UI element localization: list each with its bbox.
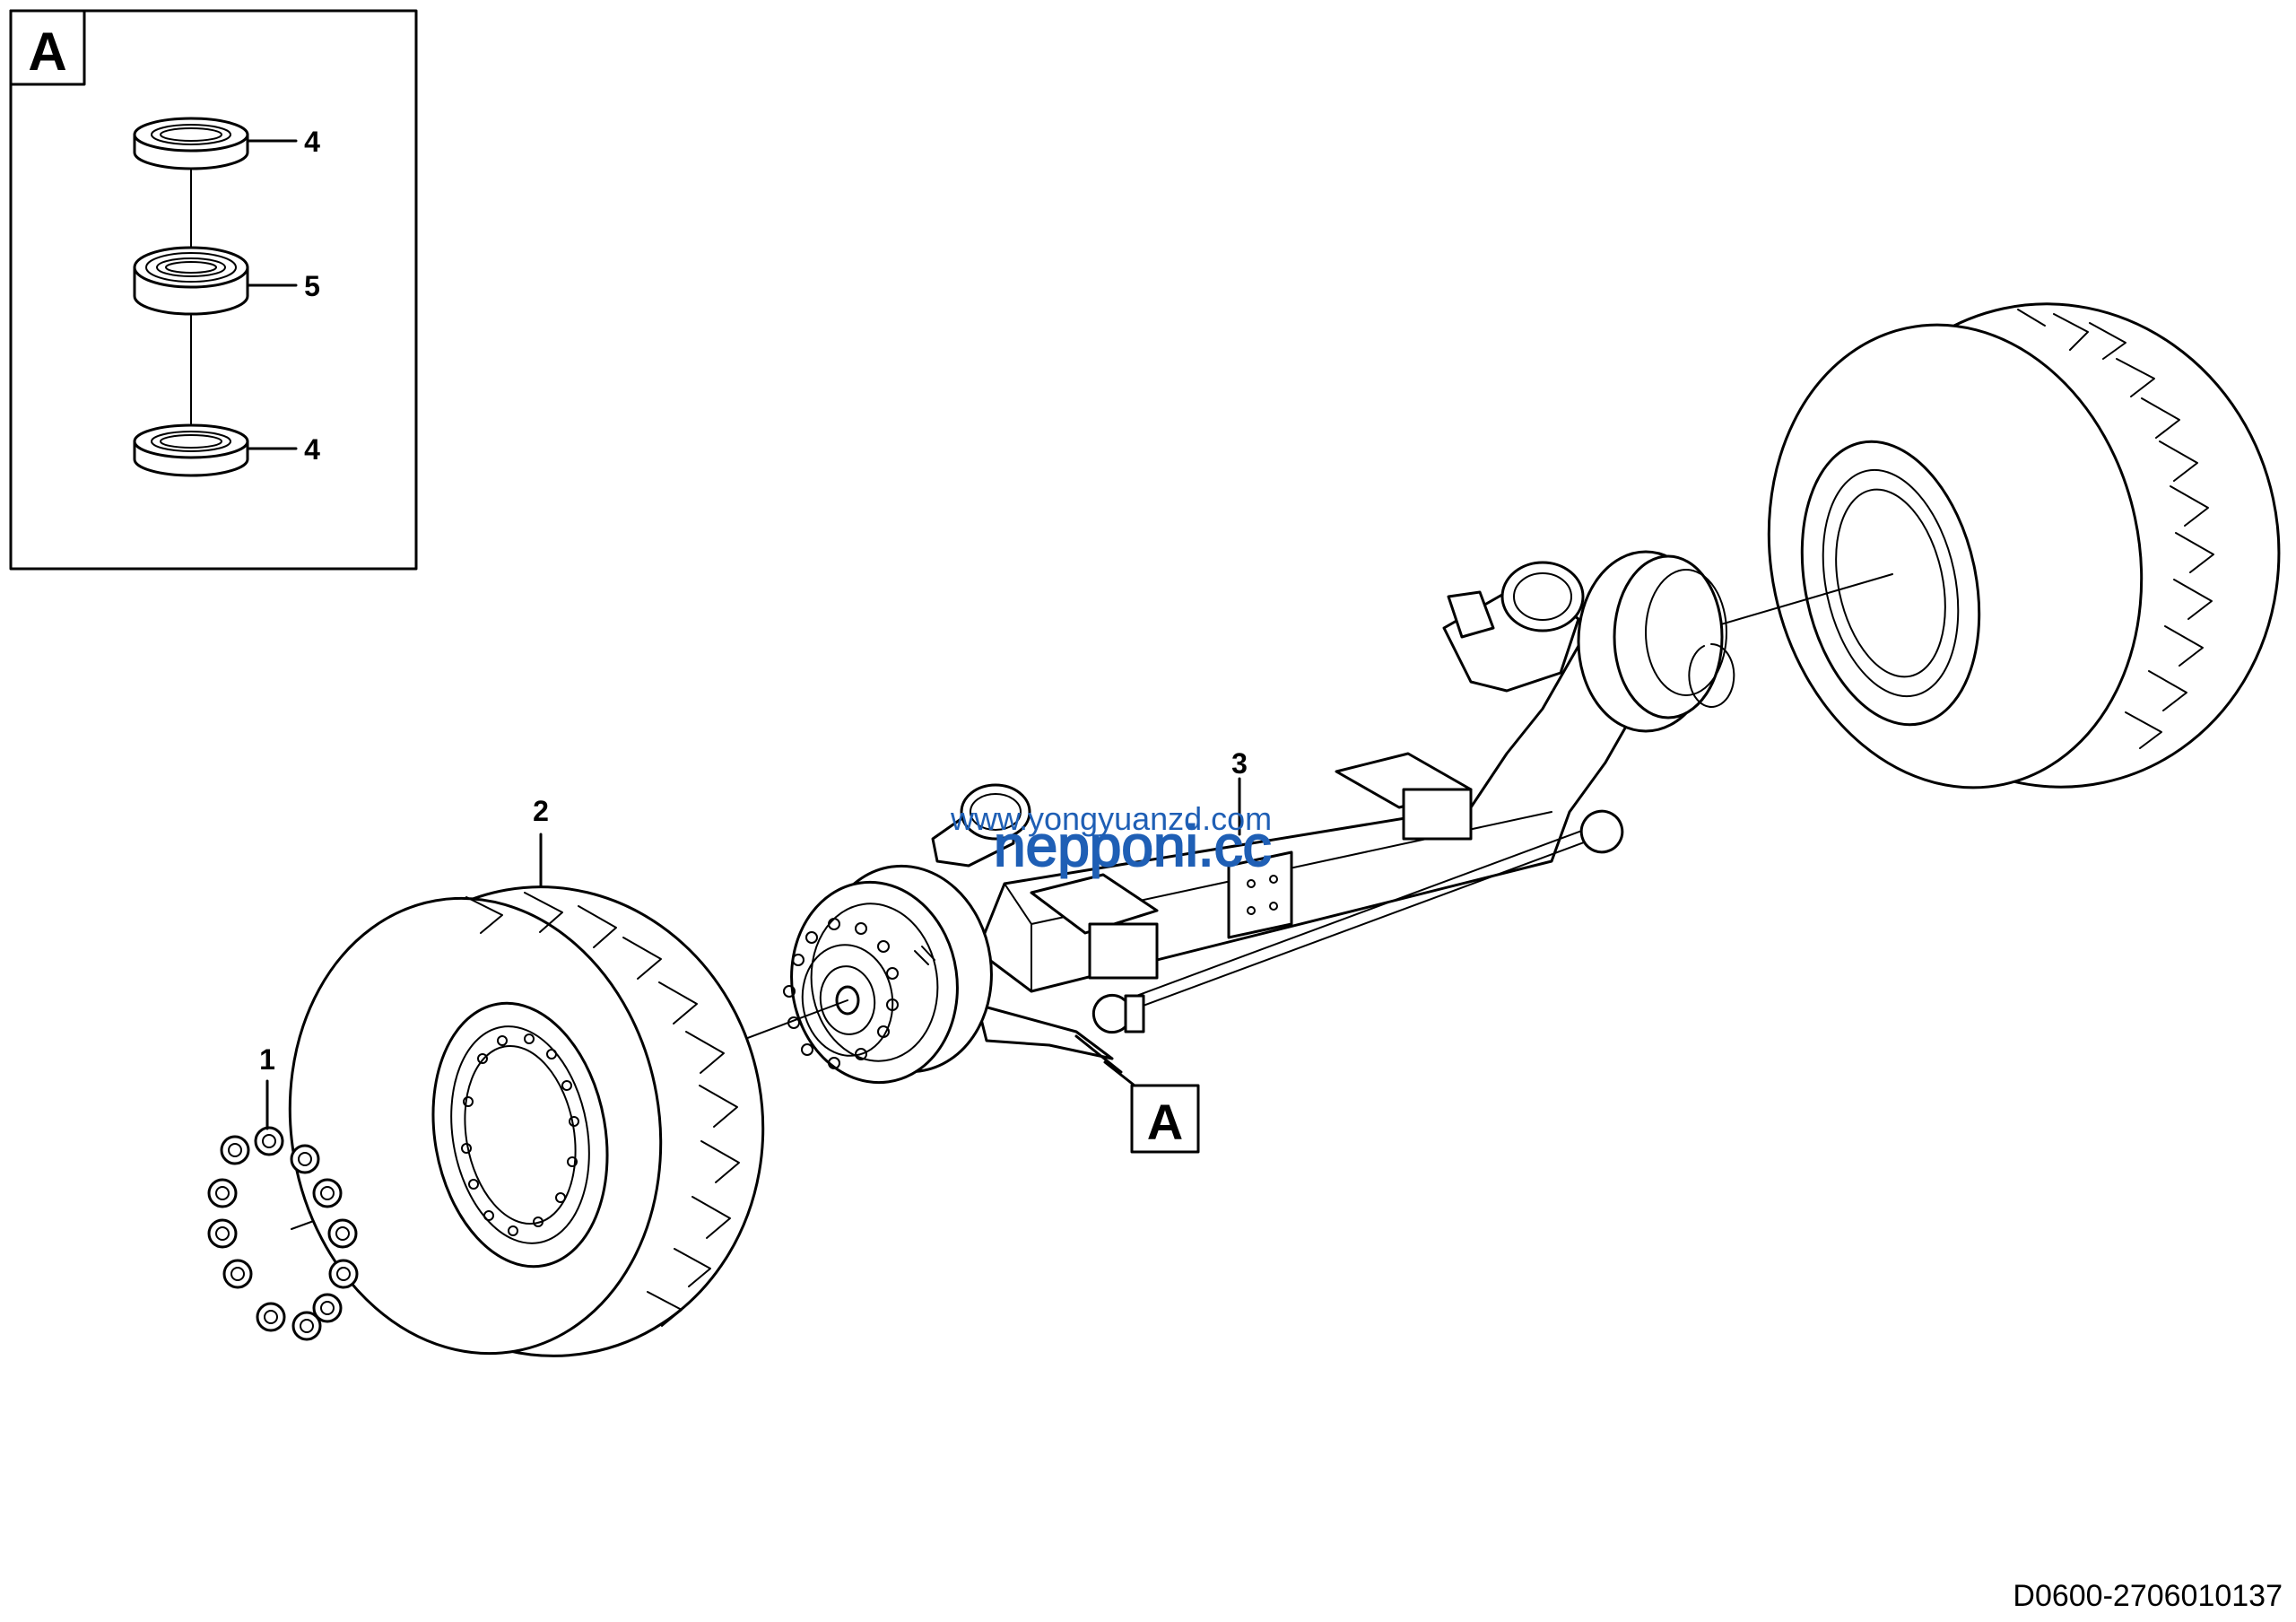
watermark-url: www.yongyuanzd.com <box>950 800 1272 837</box>
callout-3: 3 <box>1231 747 1248 780</box>
axis-line-right <box>1708 573 1893 629</box>
callout-2: 2 <box>533 795 549 827</box>
detail-box-letter: A <box>28 22 66 82</box>
axle-assembly <box>931 550 1735 1060</box>
detail-box-a: A 4 5 4 <box>9 9 418 571</box>
callout-4-top: 4 <box>304 126 320 158</box>
watermark-brand: nepponi.cc <box>994 814 1272 878</box>
bearing-seal-top <box>133 117 249 170</box>
tire-right <box>1767 302 2281 789</box>
drawing-code: D0600-2706010137 <box>2013 1579 2283 1613</box>
tire-left <box>288 885 765 1357</box>
wheel-nuts <box>207 1126 359 1341</box>
hub-left <box>783 864 993 1085</box>
callout-5: 5 <box>304 270 320 302</box>
bearing-main <box>133 246 249 316</box>
view-marker-letter: A <box>1147 1094 1183 1150</box>
callout-4-bottom: 4 <box>304 433 320 466</box>
view-marker-a: A <box>1074 1034 1200 1154</box>
bearing-seal-bottom <box>133 423 249 477</box>
callout-1: 1 <box>259 1043 275 1076</box>
